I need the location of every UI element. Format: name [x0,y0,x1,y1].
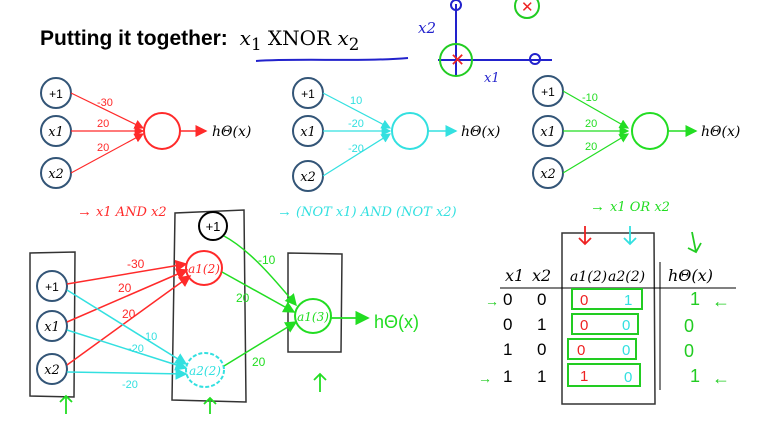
td-r4-x2: 1 [537,367,546,386]
bottom-w-green-1: 20 [236,291,250,305]
or-node-bias: +1 [541,85,555,99]
td-r3-x2: 0 [537,340,546,359]
svg-text:✕: ✕ [521,0,534,16]
or-node-x2: x2 [540,167,556,182]
td-r3-h: 0 [684,341,694,361]
sketch-axis-x: x1 [484,71,500,86]
td-r1-a1: 0 [580,292,588,309]
nan-node-x2: x2 [300,170,316,185]
nan-caption: (NOT x1) AND (NOT x2) [296,205,457,220]
and-node-bias: +1 [49,87,63,101]
bottom-hidden-a2: a2(2) [189,364,221,378]
th-x2: x2 [532,266,551,285]
and-w2: 20 [97,142,109,154]
sketch-axis-y: x2 [418,19,436,37]
td-r3-a1: 0 [577,342,585,359]
network-or: +1 x1 x2 -10 20 20 hΘ(x) → x1 OR x2 [532,75,740,215]
nan-node-x1: x1 [300,125,316,140]
or-caption: x1 OR x2 [610,200,670,215]
svg-text:←: ← [712,368,730,388]
bottom-w-cyan-0: 10 [145,331,157,343]
nan-caption-arrow: → [277,203,292,220]
td-r2-x1: 0 [503,315,512,334]
svg-text:→: → [478,370,492,386]
nan-output: hΘ(x) [461,124,500,140]
and-node-x1: x1 [48,125,64,140]
bottom-input-x2: x2 [44,363,60,378]
th-h: hΘ(x) [668,266,713,285]
and-node-x2: x2 [48,167,64,182]
td-r2-a1: 0 [580,317,588,334]
td-r3-x1: 1 [503,340,512,359]
td-r1-x2: 0 [537,290,546,309]
th-a2: a2(2) [608,269,645,285]
nan-node-bias: +1 [301,87,315,101]
title-equation: x1 XNOR x2 [239,26,360,54]
nan-w0: 10 [350,95,362,107]
bottom-output-text: hΘ(x) [374,312,419,332]
td-r2-h: 0 [684,316,694,336]
or-w0: -10 [582,92,598,104]
bottom-input-bias: +1 [45,280,59,294]
td-r1-x1: 0 [503,290,512,309]
td-r1-h: 1 [690,289,700,309]
or-w2: 20 [585,141,597,153]
nan-w1: -20 [348,118,364,130]
td-r2-x2: 1 [537,315,546,334]
combined-network: +1 x1 x2 -30 20 20 10 -20 -20 +1 a1(2) a… [29,209,419,414]
svg-text:✕: ✕ [450,50,465,70]
bottom-w-red-0: -30 [127,257,145,271]
bottom-w-cyan-2: -20 [122,379,138,391]
network-and: +1 x1 x2 -30 20 20 hΘ(x) → x1 AND x2 [40,77,251,220]
bottom-hidden-bias: +1 [206,219,221,234]
and-w0: -30 [97,97,113,109]
truth-table: x1 x2 a1(2) a2(2) hΘ(x) → 0 0 0 1 1 ← 0 … [478,226,736,405]
svg-text:→: → [485,293,499,309]
th-x1: x1 [505,266,524,285]
bottom-output-unit: a1(3) [297,310,329,324]
nan-w2: -20 [348,143,364,155]
bottom-w-green-2: 20 [252,355,266,369]
td-r4-a1: 1 [580,368,588,385]
bottom-w-cyan-1: -20 [128,343,144,355]
td-r1-a2: 1 [624,292,632,309]
bottom-w-green-0: -10 [258,253,276,267]
bottom-hidden-a1: a1(2) [188,262,220,276]
td-r2-a2: 0 [622,317,630,334]
and-caption: x1 AND x2 [96,205,167,220]
td-r4-h: 1 [690,366,700,386]
td-r4-a2: 0 [624,369,632,386]
and-w1: 20 [97,118,109,130]
or-output: hΘ(x) [701,124,740,140]
network-not-and-not: +1 x1 x2 10 -20 -20 hΘ(x) → (NOT x1) AND… [277,77,500,220]
td-r3-a2: 0 [622,342,630,359]
bottom-w-red-1: 20 [118,281,132,295]
slide-title: Putting it together: x1 XNOR x2 [40,26,359,54]
or-node-x1: x1 [540,125,556,140]
and-output: hΘ(x) [212,124,251,140]
td-r4-x1: 1 [503,367,512,386]
title-underline [255,57,409,62]
or-w1: 20 [585,118,597,130]
or-caption-arrow: → [590,198,605,215]
bottom-input-x1: x1 [44,320,60,335]
decision-sketch: ✕ ✕ x2 x1 [418,0,552,86]
bottom-w-red-2: 20 [122,307,136,321]
svg-text:←: ← [712,291,730,311]
title-label: Putting it together: [40,27,228,50]
and-caption-arrow: → [77,203,92,220]
th-a1: a1(2) [570,269,607,285]
